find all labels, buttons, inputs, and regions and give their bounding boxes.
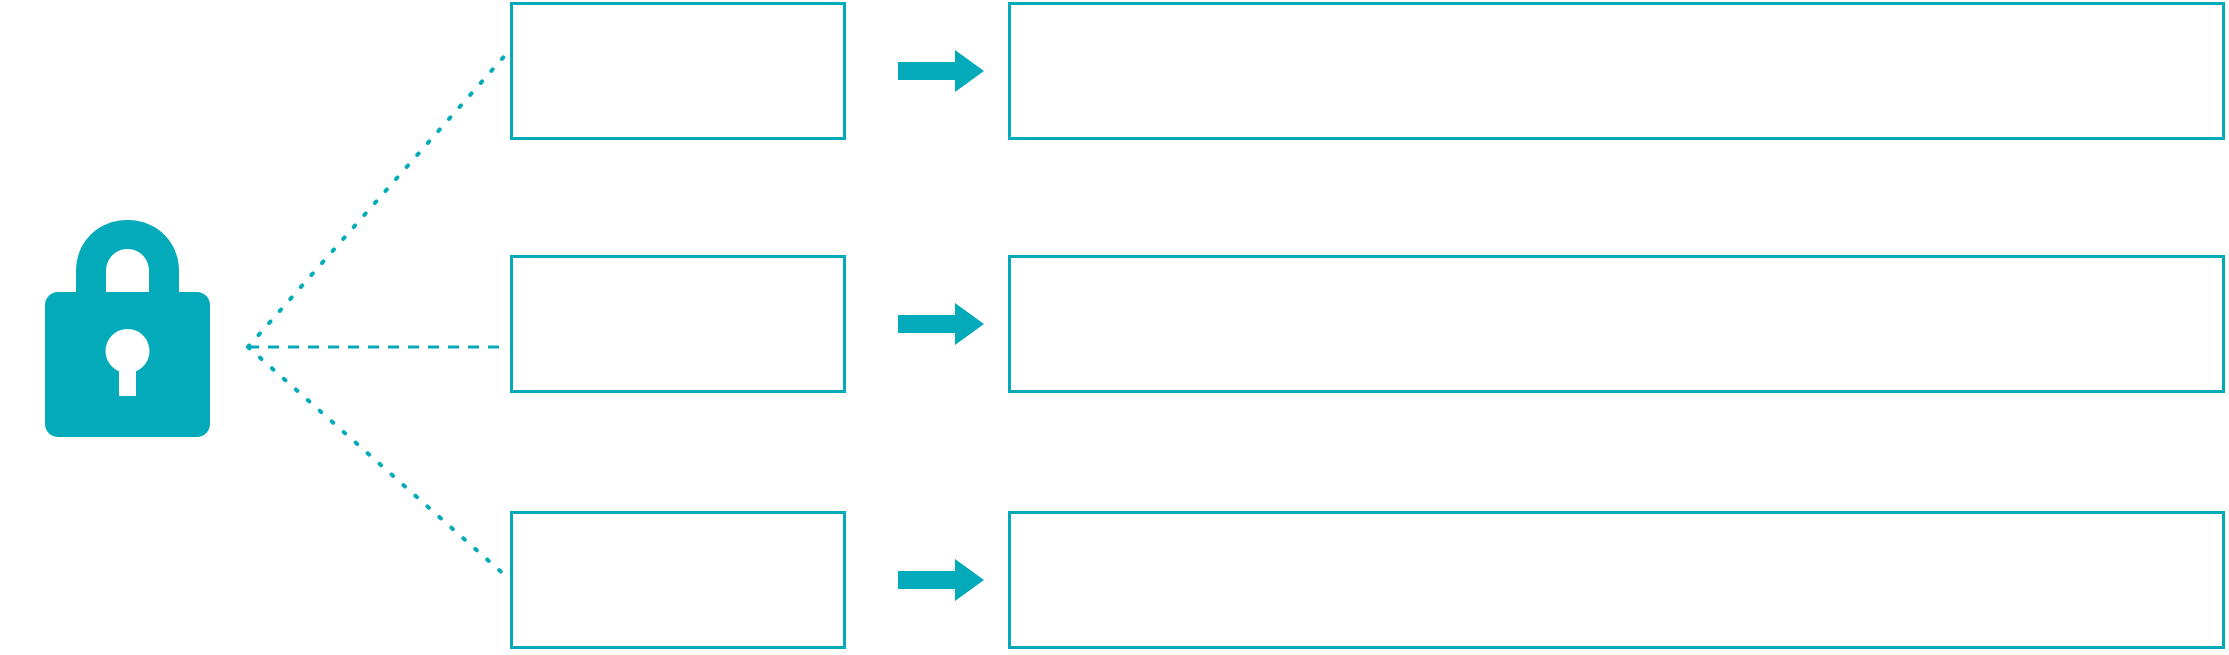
detail-box-3[interactable]: [1008, 511, 2225, 649]
right-arrow-icon: [898, 50, 984, 92]
label-box-2[interactable]: [510, 255, 846, 393]
right-arrow-icon: [898, 559, 984, 601]
detail-box-2[interactable]: [1008, 255, 2225, 393]
lock-icon: [40, 212, 215, 444]
diagram-row: [0, 0, 2229, 148]
diagram-row: [0, 253, 2229, 401]
diagram-row: [0, 509, 2229, 655]
label-box-1[interactable]: [510, 2, 846, 140]
detail-box-1[interactable]: [1008, 2, 2225, 140]
right-arrow-icon: [898, 303, 984, 345]
label-box-3[interactable]: [510, 511, 846, 649]
